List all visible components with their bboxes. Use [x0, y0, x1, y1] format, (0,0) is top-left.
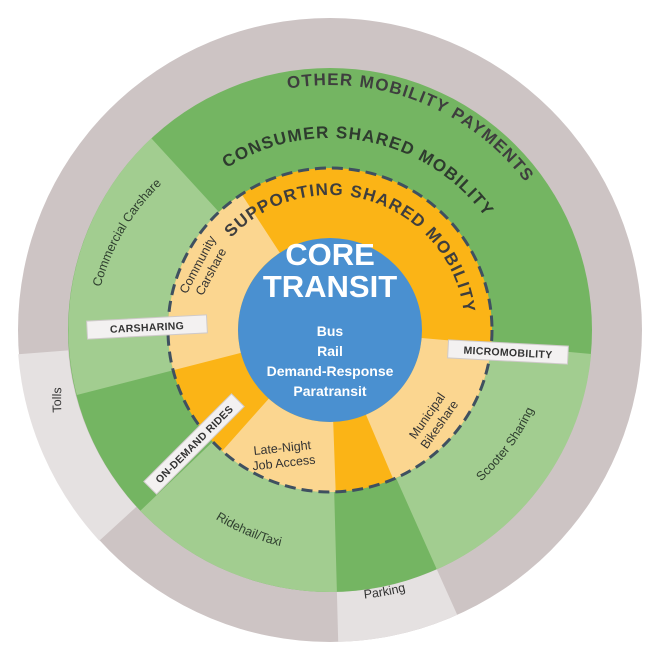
scooter-sharing-segment	[396, 344, 592, 570]
tolls-segment	[18, 350, 137, 541]
core-item-demand-response: Demand-Response	[267, 363, 394, 379]
supporting-dashed-boundary	[166, 166, 494, 494]
late-night-job-access-label: Late-Night Job Access	[252, 438, 316, 474]
carsharing-tag: CARSHARING	[86, 314, 208, 340]
parking-segment	[336, 569, 458, 642]
svg-text:CARSHARING: CARSHARING	[110, 320, 185, 336]
svg-text:MICROMOBILITY: MICROMOBILITY	[463, 345, 553, 362]
tolls-label: Tolls	[50, 387, 64, 413]
ridehail-taxi-segment	[140, 441, 337, 592]
core-transit-title-line1: CORE	[285, 237, 375, 272]
municipal-bikeshare-segment	[366, 338, 492, 480]
micromobility-tag: MICROMOBILITY	[447, 339, 569, 365]
late-night-job-access-segment	[222, 398, 336, 493]
svg-text:Job Access: Job Access	[252, 453, 316, 474]
core-item-paratransit: Paratransit	[293, 383, 366, 399]
core-item-bus: Bus	[317, 323, 344, 339]
core-item-rail: Rail	[317, 343, 343, 359]
core-transit-title-line2: TRANSIT	[263, 269, 397, 304]
svg-text:Late-Night: Late-Night	[253, 438, 312, 458]
core-transit-circle	[238, 238, 422, 422]
